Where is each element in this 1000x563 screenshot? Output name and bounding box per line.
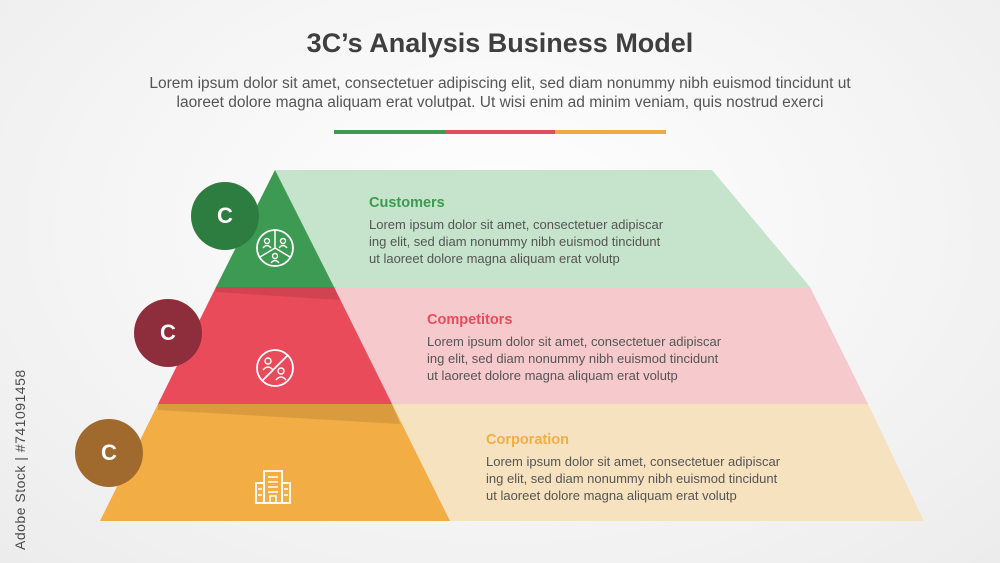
subtitle: Lorem ipsum dolor sit amet, consectetuer… [60,74,940,112]
body-line: ing elit, sed diam nonummy nibh euismod … [486,471,778,486]
level-body-customers: Lorem ipsum dolor sit amet, consectetuer… [369,216,719,267]
level-corporation: Corporation Lorem ipsum dolor sit amet, … [486,432,836,504]
badge-corporation: C [75,419,143,487]
band-corporation-light [275,404,924,521]
competitors-icon [256,349,294,387]
subtitle-line-1: Lorem ipsum dolor sit amet, consectetuer… [149,75,851,92]
page-title: 3C’s Analysis Business Model [306,28,694,58]
divider-segment-orange [555,130,667,134]
pyramid-segment-customers [216,170,334,287]
body-line: ut laoreet dolore magna aliquam erat vol… [486,488,737,503]
level-competitors: Competitors Lorem ipsum dolor sit amet, … [427,312,777,384]
stock-watermark: Adobe Stock | #741091458 [12,369,28,550]
divider-segment-red [444,130,556,134]
body-line: ing elit, sed diam nonummy nibh euismod … [427,351,719,366]
building-icon [255,470,291,504]
divider-segment-green [334,130,445,134]
band-competitors-light [275,287,868,404]
fold-shadow-1 [216,287,340,300]
body-line: Lorem ipsum dolor sit amet, consectetuer… [427,334,722,349]
body-line: ut laoreet dolore magna aliquam erat vol… [427,368,678,383]
fold-shadow-2 [158,404,400,424]
body-line: ing elit, sed diam nonummy nibh euismod … [369,234,661,249]
badge-customers: C [191,182,259,250]
pyramid-segment-competitors [158,287,392,404]
level-heading-customers: Customers [369,195,445,211]
level-customers: Customers Lorem ipsum dolor sit amet, co… [369,195,719,267]
body-line: Lorem ipsum dolor sit amet, consectetuer… [486,454,781,469]
badge-competitors: C [134,299,202,367]
band-customers-light [275,170,810,287]
level-heading-competitors: Competitors [427,312,513,328]
body-line: Lorem ipsum dolor sit amet, consectetuer… [369,217,664,232]
level-body-competitors: Lorem ipsum dolor sit amet, consectetuer… [427,333,777,384]
level-body-corporation: Lorem ipsum dolor sit amet, consectetuer… [486,453,836,504]
pyramid-segment-corporation [100,404,450,521]
subtitle-line-2: laoreet dolore magna aliquam erat volutp… [176,94,824,111]
level-heading-corporation: Corporation [486,432,569,448]
body-line: ut laoreet dolore magna aliquam erat vol… [369,251,620,266]
customers-people-icon [256,229,294,267]
title-divider [334,130,667,134]
